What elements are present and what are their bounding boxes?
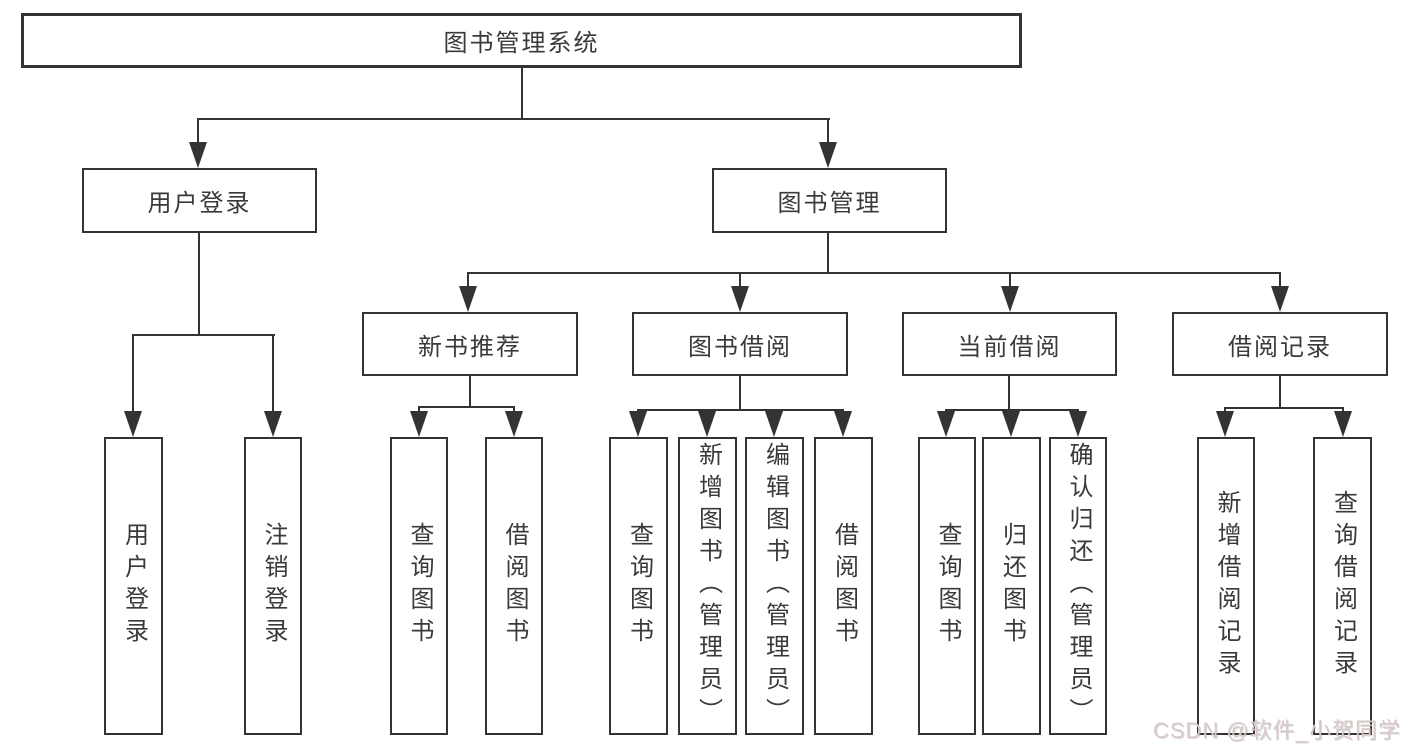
arrow-head-icon: [819, 142, 837, 168]
arrow-head-icon: [765, 411, 783, 437]
connector-line: [827, 233, 829, 274]
arrow-head-icon: [834, 411, 852, 437]
leaf-add-books-admin: 新增图书（管理员）: [678, 437, 737, 735]
leaf-add-borrow-record: 新增借阅记录: [1197, 437, 1255, 735]
leaf-logout: 注销登录: [244, 437, 302, 735]
connector-line: [1009, 272, 1011, 290]
arrow-head-icon: [1001, 286, 1019, 312]
leaf-borrow-books-recommend: 借阅图书: [485, 437, 543, 735]
node-user-login: 用户登录: [82, 168, 317, 233]
node-current-borrow: 当前借阅: [902, 312, 1117, 376]
connector-line: [637, 409, 844, 411]
arrow-head-icon: [629, 411, 647, 437]
connector-line: [521, 68, 523, 119]
leaf-borrow-books: 借阅图书: [814, 437, 873, 735]
connector-line: [197, 118, 199, 148]
leaf-confirm-return-admin: 确认归还（管理员）: [1049, 437, 1107, 735]
arrow-head-icon: [505, 411, 523, 437]
node-book-management: 图书管理: [712, 168, 947, 233]
connector-line: [1279, 272, 1281, 290]
arrow-head-icon: [937, 411, 955, 437]
connector-line: [945, 409, 1079, 411]
leaf-query-books-borrow: 查询图书: [609, 437, 668, 735]
connector-line: [197, 118, 830, 120]
connector-line: [469, 376, 471, 408]
arrow-head-icon: [698, 411, 716, 437]
connector-line: [418, 406, 515, 408]
connector-line: [1008, 376, 1010, 411]
node-new-book-recommend: 新书推荐: [362, 312, 578, 376]
connector-line: [132, 334, 134, 414]
leaf-query-books-current: 查询图书: [918, 437, 976, 735]
node-book-borrow: 图书借阅: [632, 312, 848, 376]
connector-line: [132, 334, 275, 336]
leaf-return-books: 归还图书: [982, 437, 1041, 735]
connector-line: [739, 272, 741, 290]
arrow-head-icon: [189, 142, 207, 168]
watermark: CSDN @软件_小贺同学: [1152, 718, 1401, 743]
arrow-head-icon: [1216, 411, 1234, 437]
connector-line: [1279, 376, 1281, 409]
node-system-root: 图书管理系统: [21, 13, 1022, 68]
connector-line: [272, 334, 274, 414]
leaf-user-login: 用户登录: [104, 437, 163, 735]
connector-line: [467, 272, 469, 290]
connector-line: [739, 376, 741, 411]
arrow-head-icon: [731, 286, 749, 312]
node-borrow-records: 借阅记录: [1172, 312, 1388, 376]
connector-line: [467, 272, 1281, 274]
connector-line: [1224, 407, 1344, 409]
arrow-head-icon: [1334, 411, 1352, 437]
arrow-head-icon: [124, 411, 142, 437]
arrow-head-icon: [459, 286, 477, 312]
arrow-head-icon: [1002, 411, 1020, 437]
arrow-head-icon: [1271, 286, 1289, 312]
leaf-query-books-recommend: 查询图书: [390, 437, 448, 735]
arrow-head-icon: [1069, 411, 1087, 437]
leaf-edit-books-admin: 编辑图书（管理员）: [745, 437, 804, 735]
arrow-head-icon: [410, 411, 428, 437]
leaf-query-borrow-record: 查询借阅记录: [1313, 437, 1372, 735]
connector-line: [827, 118, 829, 148]
connector-line: [198, 233, 200, 336]
arrow-head-icon: [264, 411, 282, 437]
